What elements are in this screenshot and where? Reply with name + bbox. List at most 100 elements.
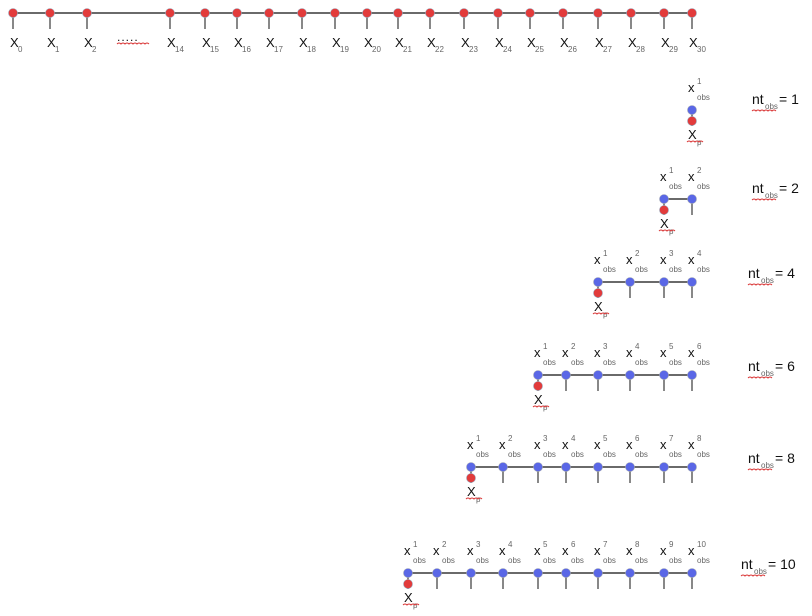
obs-label-sub: obs bbox=[669, 556, 682, 565]
obs-label-symbol: x bbox=[688, 437, 695, 452]
obs-label-sup: 8 bbox=[635, 540, 640, 549]
obs-node bbox=[533, 568, 543, 578]
obs-label-symbol: x bbox=[660, 252, 667, 267]
obs-label-sup: 1 bbox=[669, 166, 674, 175]
obs-node bbox=[659, 194, 669, 204]
spellcheck-squiggle bbox=[532, 405, 550, 408]
obs-label-sup: 5 bbox=[603, 434, 608, 443]
obs-label-symbol: x bbox=[626, 437, 633, 452]
obs-label-symbol: x bbox=[594, 437, 601, 452]
obs-label-symbol: x bbox=[594, 345, 601, 360]
obs-label-sub: obs bbox=[413, 556, 426, 565]
obs-node bbox=[687, 462, 697, 472]
pred-label-symbol: X bbox=[660, 216, 669, 231]
obs-label-sup: 5 bbox=[543, 540, 548, 549]
obs-node bbox=[533, 370, 543, 380]
time-node bbox=[8, 8, 18, 18]
obs-label-sup: 2 bbox=[508, 434, 513, 443]
nt-label-sub: obs bbox=[765, 191, 778, 200]
obs-label-sup: 7 bbox=[669, 434, 674, 443]
pred-node bbox=[403, 579, 413, 589]
obs-label-sub: obs bbox=[543, 556, 556, 565]
nt-label-value: = 1 bbox=[779, 91, 799, 107]
time-label-index: 17 bbox=[274, 45, 283, 54]
obs-node bbox=[561, 370, 571, 380]
obs-label-sup: 1 bbox=[603, 249, 608, 258]
obs-node bbox=[659, 277, 669, 287]
time-node bbox=[264, 8, 274, 18]
time-label-index: 2 bbox=[92, 45, 97, 54]
time-node bbox=[593, 8, 603, 18]
time-label-symbol: X bbox=[332, 35, 341, 50]
pred-label-sub: p bbox=[413, 601, 418, 610]
nt-label: nt bbox=[752, 180, 764, 196]
obs-node bbox=[403, 568, 413, 578]
obs-label-sup: 7 bbox=[603, 540, 608, 549]
nt-label: nt bbox=[748, 450, 760, 466]
obs-label-sub: obs bbox=[697, 358, 710, 367]
obs-label-sub: obs bbox=[476, 556, 489, 565]
time-label-symbol: X bbox=[47, 35, 56, 50]
obs-label-sup: 6 bbox=[697, 342, 702, 351]
obs-label-sup: 2 bbox=[442, 540, 447, 549]
obs-node bbox=[625, 568, 635, 578]
nt-label-value: = 4 bbox=[775, 265, 795, 281]
obs-node bbox=[561, 462, 571, 472]
spellcheck-squiggle bbox=[402, 603, 420, 606]
obs-node bbox=[593, 462, 603, 472]
obs-label-symbol: x bbox=[660, 345, 667, 360]
ellipsis-text: ..... bbox=[117, 30, 139, 44]
obs-label-sub: obs bbox=[635, 358, 648, 367]
time-label-index: 23 bbox=[469, 45, 478, 54]
obs-label-sub: obs bbox=[571, 358, 584, 367]
time-label-index: 28 bbox=[636, 45, 645, 54]
obs-label-sup: 4 bbox=[508, 540, 513, 549]
obs-label-sup: 3 bbox=[476, 540, 481, 549]
time-label-symbol: X bbox=[167, 35, 176, 50]
time-node bbox=[297, 8, 307, 18]
obs-label-symbol: x bbox=[688, 543, 695, 558]
time-label-index: 16 bbox=[242, 45, 251, 54]
nt-label-sub: obs bbox=[754, 567, 767, 576]
pred-label-sub: p bbox=[697, 138, 702, 147]
nt-label-value: = 10 bbox=[768, 556, 796, 572]
obs-label-sub: obs bbox=[571, 450, 584, 459]
obs-label-symbol: x bbox=[626, 252, 633, 267]
pred-label-sub: p bbox=[543, 403, 548, 412]
obs-label-sup: 8 bbox=[697, 434, 702, 443]
obs-label-sup: 10 bbox=[697, 540, 706, 549]
nt-label: nt bbox=[748, 358, 760, 374]
time-node bbox=[165, 8, 175, 18]
time-label-index: 14 bbox=[175, 45, 184, 54]
time-label-symbol: X bbox=[560, 35, 569, 50]
time-label-symbol: X bbox=[461, 35, 470, 50]
obs-label-sub: obs bbox=[697, 450, 710, 459]
obs-label-sub: obs bbox=[697, 93, 710, 102]
spellcheck-squiggle bbox=[747, 468, 773, 471]
time-label-symbol: X bbox=[364, 35, 373, 50]
time-label-symbol: X bbox=[689, 35, 698, 50]
spellcheck-squiggle bbox=[465, 497, 483, 500]
time-node bbox=[659, 8, 669, 18]
time-node bbox=[232, 8, 242, 18]
obs-node bbox=[659, 462, 669, 472]
time-label-symbol: X bbox=[427, 35, 436, 50]
nt-label-sub: obs bbox=[761, 276, 774, 285]
pred-node bbox=[659, 205, 669, 215]
time-label-symbol: X bbox=[10, 35, 19, 50]
obs-label-sub: obs bbox=[603, 556, 616, 565]
obs-label-symbol: x bbox=[594, 252, 601, 267]
time-label-symbol: X bbox=[234, 35, 243, 50]
obs-label-sub: obs bbox=[571, 556, 584, 565]
obs-label-symbol: x bbox=[404, 543, 411, 558]
pred-label-sub: p bbox=[476, 495, 481, 504]
time-label-index: 25 bbox=[535, 45, 544, 54]
obs-label-symbol: x bbox=[499, 437, 506, 452]
time-node bbox=[626, 8, 636, 18]
obs-label-sub: obs bbox=[635, 450, 648, 459]
